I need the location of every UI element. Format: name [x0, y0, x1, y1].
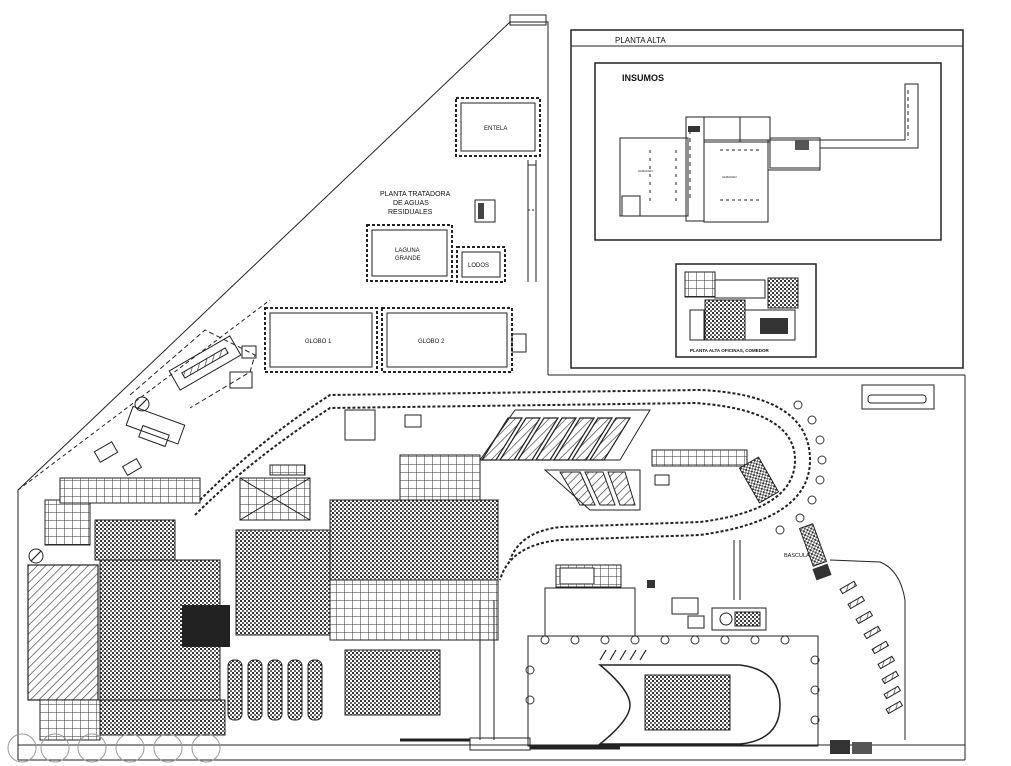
yard-area: BASCULA [525, 384, 935, 747]
insumos-frame [594, 62, 942, 241]
planta-tratadora-line2: DE AGUAS [393, 200, 429, 207]
globo1-label: GLOBO 1 [305, 339, 332, 345]
treatment-plant-zone: ENTELA PLANTA TRATADORA DE AGUAS RESIDUA… [264, 97, 541, 373]
diagonal-access-area [17, 299, 271, 564]
entela-label: ENTELA [484, 126, 507, 132]
silo-row [227, 659, 323, 721]
insumos-floorplan: ALMACEN ALMACEN [619, 83, 919, 223]
bascula-label: BASCULA [784, 553, 810, 559]
bottom-road [7, 733, 965, 763]
lodos-label: LODOS [468, 263, 489, 269]
office-floorplan [684, 271, 799, 341]
laguna-line2: GRANDE [395, 256, 421, 262]
svg-text:ALMACEN: ALMACEN [638, 169, 653, 173]
planta-alta-title: PLANTA ALTA [615, 36, 666, 45]
planta-alta-sheet: PLANTA ALTA INSUMOS ALMACEN ALMACEN [570, 29, 964, 369]
planta-tratadora-line3: RESIDUALES [388, 209, 433, 216]
planta-tratadora-line1: PLANTA TRATADORA [380, 191, 451, 198]
hatched-warehouse [27, 564, 99, 701]
office-caption: PLANTA ALTA OFICINAS, COMEDOR [690, 348, 769, 353]
svg-text:ALMACEN: ALMACEN [722, 175, 737, 179]
ring-road [194, 388, 827, 581]
insumos-title: INSUMOS [622, 73, 664, 83]
laguna-line1: LAGUNA [395, 248, 420, 254]
conveyor-bays [479, 409, 780, 511]
office-plan-frame [675, 263, 817, 358]
globo2-label: GLOBO 2 [418, 339, 445, 345]
main-plant-block [27, 409, 499, 741]
